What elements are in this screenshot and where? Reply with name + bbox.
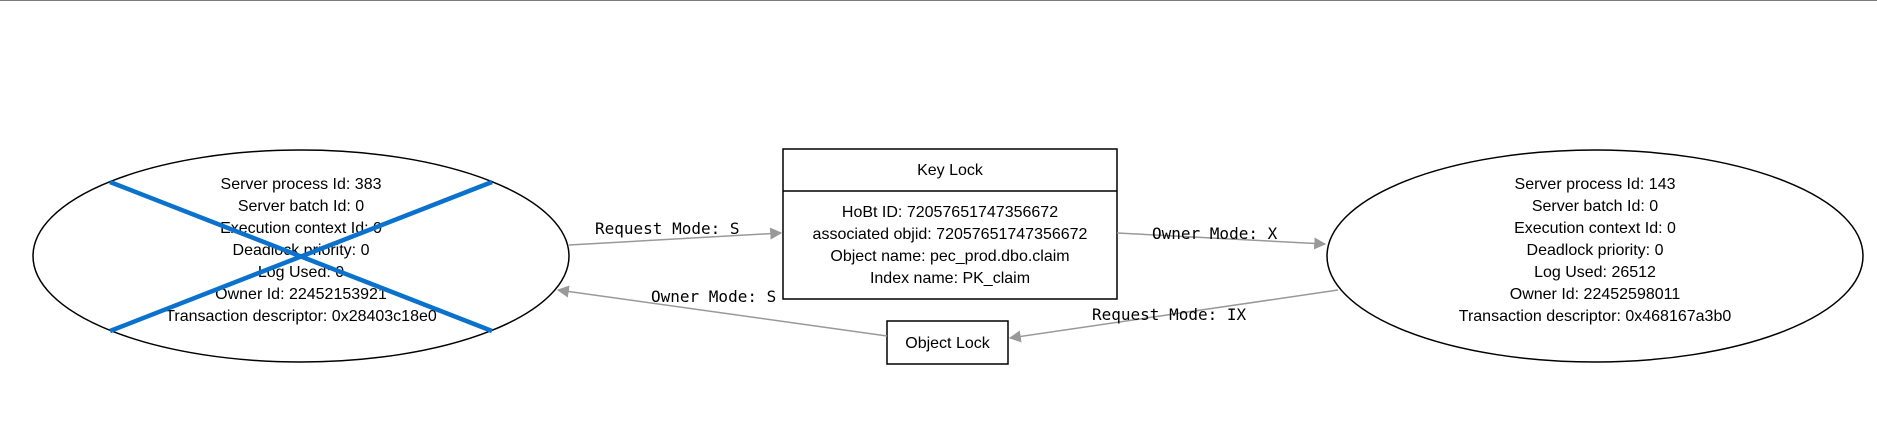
victim-cross-line-2 [109, 179, 493, 334]
other-line-2: Execution context Id: 0 [1514, 220, 1676, 237]
edge-victim-to-key: Request Mode: S [568, 219, 783, 246]
other-line-5: Owner Id: 22452598011 [1510, 286, 1681, 303]
victim-process-node[interactable]: Server process Id: 383 Server batch Id: … [32, 149, 570, 363]
other-line-4: Log Used: 26512 [1534, 264, 1656, 281]
victim-line-1: Server batch Id: 0 [238, 198, 364, 215]
edge-label-owner-s: Owner Mode: S [651, 287, 776, 306]
other-line-0: Server process Id: 143 [1515, 176, 1676, 193]
victim-line-0: Server process Id: 383 [221, 176, 382, 193]
other-line-1: Server batch Id: 0 [1532, 198, 1658, 215]
edge-label-request-ix: Request Mode: IX [1092, 305, 1246, 324]
victim-line-5: Owner Id: 22452153921 [215, 286, 387, 303]
edge-label-request-s: Request Mode: S [595, 219, 740, 238]
key-lock-line-1: associated objid: 72057651747356672 [813, 226, 1088, 243]
other-line-3: Deadlock priority: 0 [1527, 242, 1664, 259]
object-lock-title: Object Lock [905, 335, 990, 352]
object-lock-node[interactable]: Object Lock [886, 320, 1009, 365]
edge-other-to-object: Request Mode: IX [1008, 289, 1339, 343]
key-lock-line-0: HoBt ID: 72057651747356672 [842, 204, 1058, 221]
key-lock-node[interactable]: Key Lock HoBt ID: 72057651747356672 asso… [782, 148, 1118, 300]
edge-label-owner-x: Owner Mode: X [1152, 224, 1278, 243]
key-lock-line-3: Index name: PK_claim [870, 270, 1030, 287]
victim-line-6: Transaction descriptor: 0x28403c18e0 [165, 308, 437, 325]
key-lock-title: Key Lock [917, 162, 984, 179]
edge-object-to-victim: Owner Mode: S [556, 285, 888, 337]
other-line-6: Transaction descriptor: 0x468167a3b0 [1459, 308, 1732, 325]
top-border [0, 0, 1877, 1]
key-lock-line-2: Object name: pec_prod.dbo.claim [830, 248, 1069, 265]
edge-key-to-other: Owner Mode: X [1116, 224, 1327, 250]
victim-line-4: Log Used: 0 [258, 264, 344, 281]
victim-line-3: Deadlock priority: 0 [233, 242, 370, 259]
victim-line-2: Execution context Id: 0 [220, 220, 382, 237]
other-process-node[interactable]: Server process Id: 143 Server batch Id: … [1326, 149, 1864, 363]
